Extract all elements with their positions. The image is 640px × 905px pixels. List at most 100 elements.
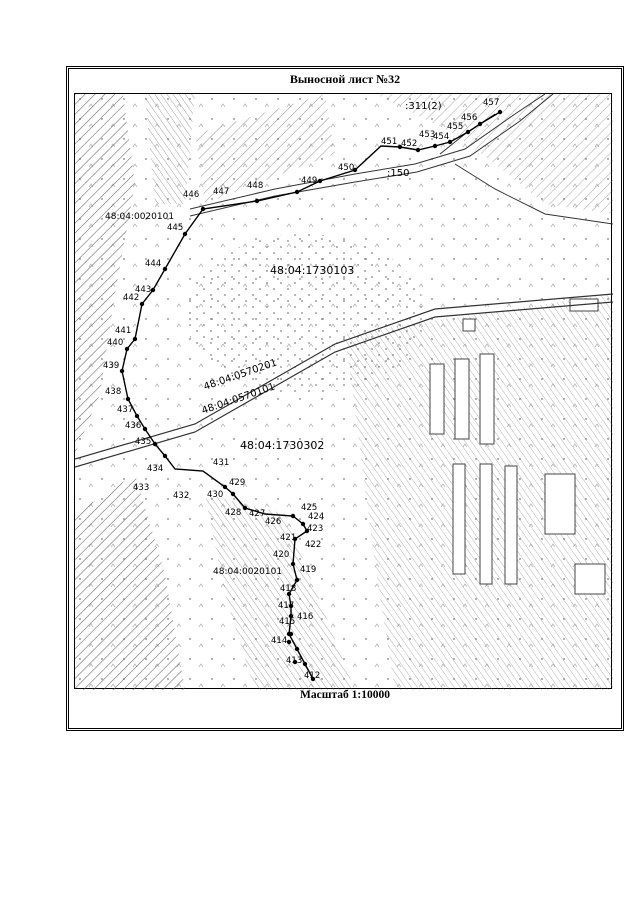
boundary-point-number: 429 bbox=[229, 478, 245, 488]
boundary-point-number: 450 bbox=[338, 163, 354, 173]
boundary-point-number: 424 bbox=[308, 512, 324, 522]
boundary-point-number: 447 bbox=[213, 187, 229, 197]
boundary-point-marker bbox=[254, 198, 260, 204]
boundary-point-marker bbox=[294, 646, 300, 652]
boundary-point-marker bbox=[290, 561, 296, 567]
boundary-point-number: 432 bbox=[173, 491, 189, 501]
boundary-point-number: 416 bbox=[297, 612, 313, 622]
boundary-point-number: 444 bbox=[145, 259, 161, 269]
boundary-point-number: 439 bbox=[103, 361, 119, 371]
boundary-point-marker bbox=[432, 143, 438, 149]
boundary-point-marker bbox=[294, 189, 300, 195]
boundary-point-number: 428 bbox=[225, 508, 241, 518]
boundary-point-marker bbox=[292, 659, 298, 665]
boundary-point-number: 455 bbox=[447, 122, 463, 132]
boundary-point-marker bbox=[132, 336, 138, 342]
boundary-point-marker bbox=[134, 413, 140, 419]
boundary-point-number: 419 bbox=[300, 565, 316, 575]
boundary-point-number: 453 bbox=[419, 130, 435, 140]
boundary-point-marker bbox=[125, 396, 131, 402]
boundary-point-number: 445 bbox=[167, 223, 183, 233]
map-scale: Масштаб 1:10000 bbox=[300, 689, 390, 701]
boundary-point-marker bbox=[200, 206, 206, 212]
boundary-point-number: 413 bbox=[286, 656, 302, 666]
boundary-point-number: 426 bbox=[265, 517, 281, 527]
boundary-point-marker bbox=[286, 591, 292, 597]
boundary-point-marker bbox=[300, 521, 306, 527]
parcel-label: 48:04:1730302 bbox=[240, 439, 324, 452]
boundary-point-marker bbox=[292, 536, 298, 542]
boundary-point-marker bbox=[222, 484, 228, 490]
boundary-point-marker bbox=[286, 639, 292, 645]
map-sheet-inner-frame bbox=[68, 68, 622, 729]
boundary-point-number: 436 bbox=[125, 421, 141, 431]
boundary-point-number: 449 bbox=[301, 176, 317, 186]
boundary-point-number: 438 bbox=[105, 387, 121, 397]
boundary-point-number: 417 bbox=[278, 601, 294, 611]
boundary-point-marker bbox=[182, 231, 188, 237]
cadastral-map[interactable]: 4574564554544534524514504494484474464454… bbox=[75, 94, 613, 690]
boundary-line bbox=[121, 111, 501, 680]
boundary-point-number: 441 bbox=[115, 326, 131, 336]
boundary-point-marker bbox=[317, 178, 323, 184]
boundary-point-marker bbox=[288, 631, 294, 637]
boundary-point-marker bbox=[302, 661, 308, 667]
boundary-point-number: 421 bbox=[280, 533, 296, 543]
boundary-point-marker bbox=[162, 453, 168, 459]
buildings bbox=[429, 298, 606, 595]
boundary-point-number: 452 bbox=[401, 139, 417, 149]
terrain-background bbox=[75, 94, 613, 690]
boundary-point-marker bbox=[397, 144, 403, 150]
boundary-point-number: 446 bbox=[183, 190, 199, 200]
boundary-point-marker bbox=[415, 147, 421, 153]
boundary-point-marker bbox=[310, 676, 316, 682]
boundary-point-marker bbox=[150, 287, 156, 293]
boundary-point-marker bbox=[352, 167, 358, 173]
parcel-label: 48:04:0020101 bbox=[213, 567, 282, 577]
parcel-label: 48:04:1730103 bbox=[270, 264, 354, 277]
boundary-point-number: 414 bbox=[271, 636, 287, 646]
boundary-points: 4574564554544534524514504494484474464454… bbox=[103, 98, 503, 682]
boundary-point-number: 420 bbox=[273, 550, 289, 560]
boundary-point-number: 434 bbox=[147, 464, 163, 474]
boundary-point-marker bbox=[162, 266, 168, 272]
boundary-point-marker bbox=[290, 513, 296, 519]
boundary-point-marker bbox=[288, 613, 294, 619]
boundary-point-number: 433 bbox=[133, 483, 149, 493]
boundary-point-marker bbox=[119, 368, 125, 374]
boundary-point-marker bbox=[142, 426, 148, 432]
parcel-label: 48:04:0020101 bbox=[105, 212, 174, 222]
boundary-point-number: 457 bbox=[483, 98, 499, 108]
boundary-point-marker bbox=[465, 129, 471, 135]
boundary-point-marker bbox=[124, 346, 130, 352]
boundary-point-number: 415 bbox=[279, 617, 295, 627]
boundary-point-marker bbox=[294, 577, 300, 583]
boundary-point-number: 425 bbox=[301, 503, 317, 513]
boundary-point-number: 423 bbox=[307, 524, 323, 534]
boundary-point-number: 437 bbox=[117, 405, 133, 415]
boundary-point-number: 435 bbox=[135, 437, 151, 447]
boundary-point-marker bbox=[288, 603, 294, 609]
boundary-point-marker bbox=[304, 528, 310, 534]
boundary-point-marker bbox=[152, 441, 158, 447]
boundary-point-number: 442 bbox=[123, 293, 139, 303]
boundary-point-number: 443 bbox=[135, 285, 151, 295]
boundary-point-number: 412 bbox=[304, 671, 320, 681]
boundary-point-marker bbox=[242, 505, 248, 511]
boundary-point-number: 431 bbox=[213, 458, 229, 468]
boundary-point-number: 456 bbox=[461, 113, 477, 123]
parcel-label: :150 bbox=[387, 168, 409, 179]
boundary-point-number: 454 bbox=[433, 132, 449, 142]
boundary-point-marker bbox=[497, 109, 503, 115]
sheet-title: Выносной лист №32 bbox=[289, 72, 401, 86]
boundary-point-marker bbox=[477, 121, 483, 127]
boundary-point-number: 422 bbox=[305, 540, 321, 550]
boundary-point-number: 427 bbox=[249, 509, 265, 519]
parcel-label: :311(2) bbox=[405, 101, 442, 112]
boundary-point-number: 451 bbox=[381, 137, 397, 147]
boundary-point-number: 440 bbox=[107, 338, 123, 348]
boundary-point-number: 418 bbox=[280, 584, 296, 594]
boundary-point-marker bbox=[447, 139, 453, 145]
boundary-point-number: 448 bbox=[247, 181, 263, 191]
